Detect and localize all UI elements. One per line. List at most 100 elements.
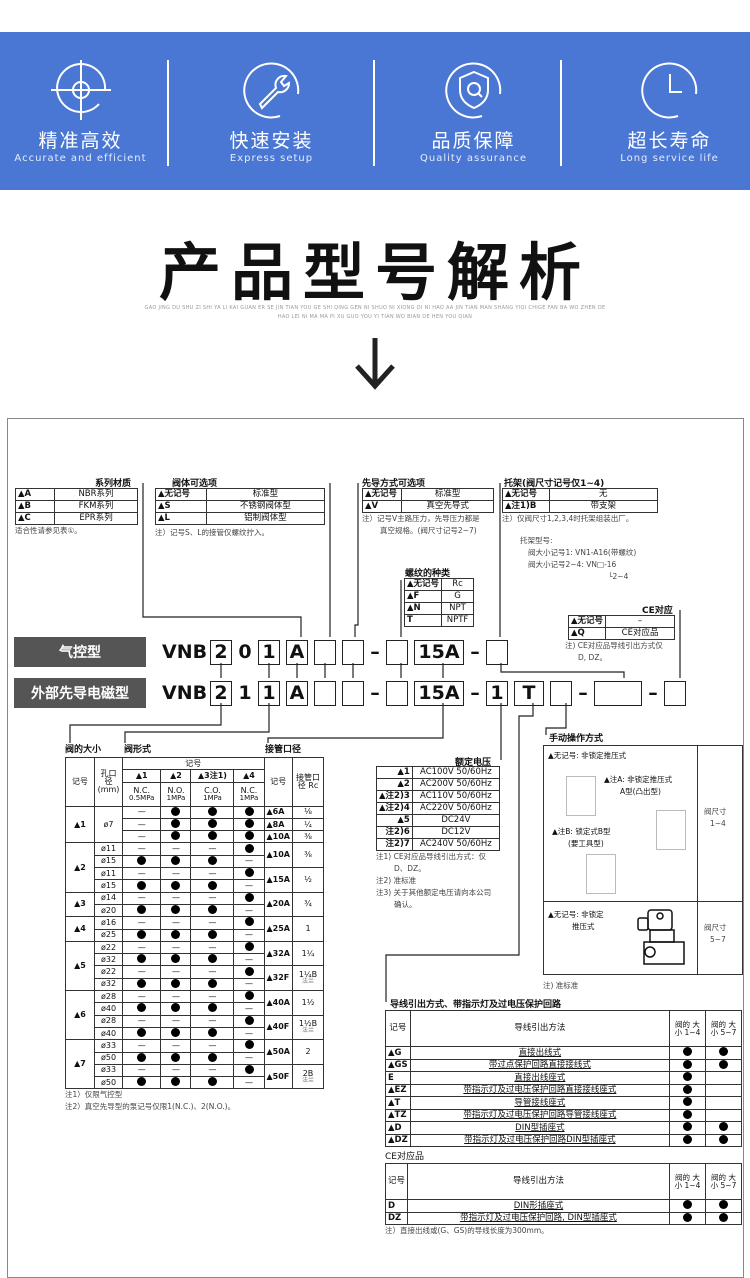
feature-title: 品质保障 bbox=[431, 130, 516, 152]
filled-dot-mark bbox=[683, 1084, 692, 1094]
option-description: FKM系列 bbox=[54, 500, 138, 513]
availability-mark: — bbox=[190, 842, 235, 856]
filled-dot-mark bbox=[137, 1003, 147, 1013]
filled-dot-mark bbox=[137, 929, 147, 939]
availability-mark bbox=[669, 1121, 706, 1135]
table-row: ø20— bbox=[66, 903, 324, 918]
manual-option: ▲无记号: 非锁定推压式 bbox=[548, 751, 627, 760]
model-code-box bbox=[386, 639, 408, 665]
availability-mark: — bbox=[233, 879, 265, 893]
port-code: ▲10A bbox=[263, 842, 294, 869]
availability-mark bbox=[705, 1121, 742, 1135]
feature-install: 快速安装 Express setup bbox=[178, 32, 365, 190]
manual-option: ▲无记号: 非锁定 bbox=[548, 910, 604, 919]
availability-mark bbox=[190, 977, 235, 992]
wiring-code: DZ bbox=[384, 1211, 409, 1225]
shield-icon bbox=[445, 62, 502, 119]
bracket-model: └2~4 bbox=[608, 572, 629, 581]
availability-mark bbox=[233, 965, 265, 979]
bracket-model: 阀大小记号2~4: VN□-16 bbox=[528, 560, 617, 569]
table-row: ø50— bbox=[66, 1076, 324, 1090]
form-text: N.O. bbox=[167, 785, 185, 795]
valve-size-code: ▲3 bbox=[65, 891, 95, 918]
port-code: ▲50A bbox=[263, 1039, 294, 1065]
availability-mark bbox=[121, 1051, 162, 1065]
model-code-box bbox=[386, 680, 408, 706]
voltage-value: DC12V bbox=[411, 826, 501, 839]
model-code-box: A bbox=[286, 680, 308, 706]
availability-mark bbox=[160, 977, 192, 992]
availability-mark bbox=[190, 1051, 235, 1065]
voltage-value: DC24V bbox=[411, 814, 501, 827]
availability-mark: — bbox=[160, 1039, 192, 1053]
solenoid-illustration bbox=[656, 810, 686, 850]
availability-mark: — bbox=[160, 867, 192, 881]
size-range: 1~4 bbox=[710, 819, 726, 828]
availability-mark bbox=[160, 903, 192, 918]
availability-mark bbox=[190, 879, 235, 893]
divider bbox=[560, 60, 562, 166]
availability-mark bbox=[233, 805, 265, 819]
bracket-title: 托架(阀尺寸记号仅1~4) bbox=[504, 479, 605, 489]
filled-dot-mark bbox=[137, 1028, 147, 1038]
header-method: 导线引出方法 bbox=[407, 1163, 670, 1200]
table-row: ø50— bbox=[66, 1051, 324, 1065]
filled-dot-mark bbox=[171, 1003, 181, 1013]
orifice: ø11 bbox=[94, 867, 123, 881]
valve-size-title: 阀的大小 bbox=[65, 745, 102, 755]
voltage-note: D、DZ。 bbox=[394, 864, 426, 873]
table-row: ø32— bbox=[66, 953, 324, 967]
availability-mark bbox=[160, 854, 192, 869]
filled-dot-mark bbox=[171, 1052, 181, 1062]
flange-label: 法兰 bbox=[301, 1076, 314, 1084]
model-code-box: 1 bbox=[258, 639, 280, 665]
form-text: N.C. bbox=[133, 785, 151, 795]
orifice: ø50 bbox=[94, 1076, 123, 1090]
port-size: ⅜ bbox=[292, 842, 324, 869]
availability-mark: — bbox=[190, 1063, 235, 1078]
header-port: 接管口径 Rc bbox=[292, 757, 324, 807]
option-code: ▲无记号 bbox=[502, 488, 550, 501]
header-orifice: 孔口径 (mm) bbox=[94, 757, 123, 807]
voltage-value: AC240V 50/60Hz bbox=[411, 838, 501, 851]
availability-mark bbox=[190, 830, 235, 844]
port-size: 1¼ bbox=[292, 940, 324, 967]
header-code: 记号 bbox=[65, 757, 95, 807]
wiring-method: DIN型插座式 bbox=[409, 1121, 671, 1135]
availability-mark bbox=[705, 1046, 742, 1060]
size-range: 阀尺寸 bbox=[704, 807, 727, 816]
option-code: ▲无记号 bbox=[361, 488, 403, 501]
availability-mark bbox=[233, 916, 265, 930]
availability-mark bbox=[190, 953, 235, 967]
form-text: 1MPa bbox=[166, 793, 186, 802]
filled-dot-mark bbox=[207, 905, 217, 915]
availability-mark: — bbox=[190, 916, 235, 930]
availability-mark bbox=[705, 1058, 742, 1072]
filled-dot-mark bbox=[171, 855, 181, 865]
manual-option: (要工具型) bbox=[568, 839, 604, 848]
ce-note: 注) CE对应品导线引出方式仅 bbox=[565, 641, 663, 650]
port-size: 2 bbox=[292, 1039, 324, 1065]
availability-mark bbox=[233, 830, 265, 844]
wiring-code: ▲GS bbox=[385, 1058, 411, 1072]
port-code: ▲8A bbox=[263, 817, 294, 832]
